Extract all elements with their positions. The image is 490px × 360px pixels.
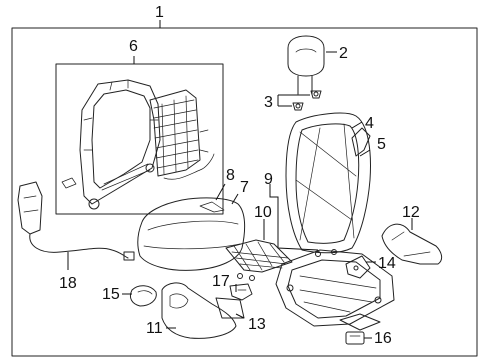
callout-1: 1 [155, 4, 164, 21]
callout-16: 16 [374, 330, 392, 347]
callout-5: 5 [377, 136, 386, 153]
side-shield [161, 282, 237, 339]
harness-connector [345, 331, 365, 345]
side-trim [381, 223, 443, 265]
callout-8: 8 [226, 167, 235, 184]
callout-18: 18 [59, 275, 77, 292]
callout-13: 13 [248, 316, 266, 333]
callout-14: 14 [378, 255, 396, 272]
headrest-guides [292, 90, 322, 111]
callout-6: 6 [129, 38, 138, 55]
recliner-cover [215, 297, 245, 319]
bracket [229, 283, 253, 301]
callout-10: 10 [254, 204, 272, 221]
cushion-spring [225, 239, 293, 281]
callout-4: 4 [365, 115, 374, 132]
callout-17: 17 [212, 273, 230, 290]
clip [345, 255, 371, 279]
seat-back-spring [149, 89, 215, 180]
callout-7: 7 [240, 179, 249, 196]
wire-harness [17, 181, 135, 261]
seat-back-frame [61, 79, 161, 210]
seat-back-cover [285, 112, 371, 254]
seat-back-frame-box [55, 63, 224, 215]
callout-12: 12 [402, 204, 420, 221]
callout-3: 3 [264, 94, 273, 111]
callout-11: 11 [146, 320, 163, 337]
assembly-frame [11, 27, 478, 357]
knob [129, 285, 157, 307]
cushion-frame [275, 249, 395, 331]
callout-9: 9 [264, 171, 273, 188]
callout-15: 15 [102, 286, 120, 303]
headrest [287, 35, 325, 95]
seat-cushion [137, 197, 246, 271]
callout-2: 2 [339, 45, 348, 62]
